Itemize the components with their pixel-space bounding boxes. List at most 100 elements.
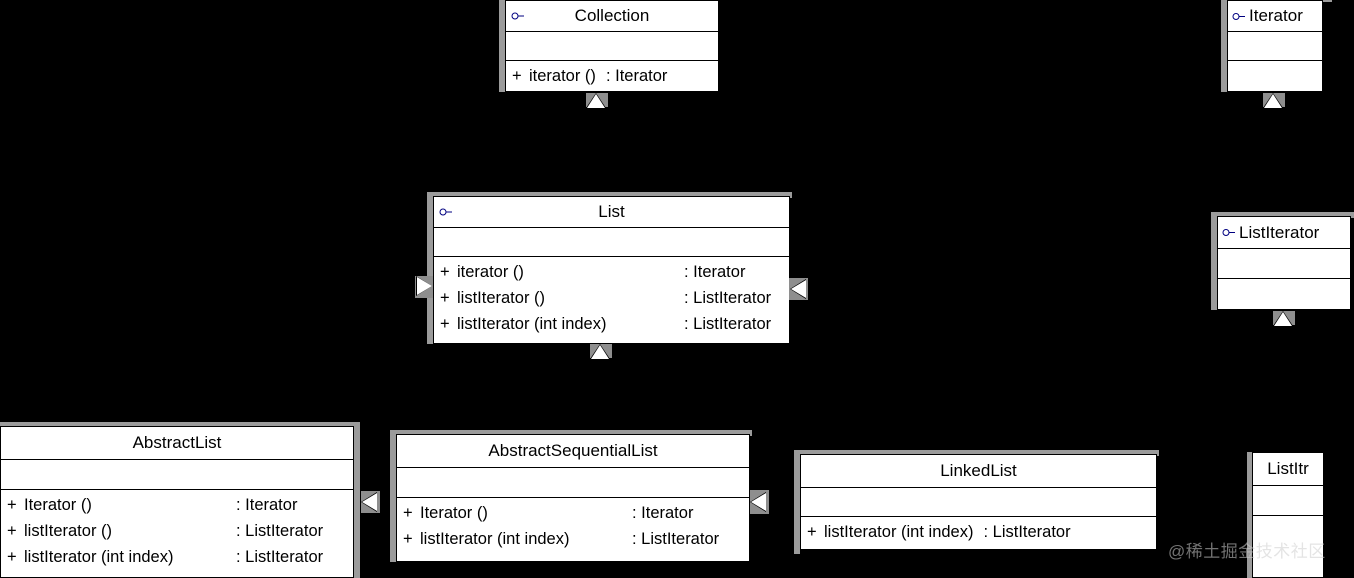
class-title-list: List (434, 197, 789, 228)
method-visibility: + (512, 67, 522, 85)
method-row: + Iterator () : Iterator (1, 492, 353, 518)
class-box-collection[interactable]: Collection + iterator () : Iterator (505, 0, 719, 92)
class-box-list-itr[interactable]: ListItr (1252, 452, 1324, 578)
method-row: + listIterator (int index) : ListIterato… (397, 526, 749, 552)
methods-compartment-collection: + iterator () : Iterator (506, 61, 718, 91)
method-signature: iterator () (457, 263, 524, 281)
class-box-list-iterator[interactable]: ListIterator (1217, 216, 1351, 310)
method-row: + iterator () : Iterator (434, 259, 789, 285)
method-return-type: : Iterator (632, 504, 694, 522)
class-title-iterator: Iterator (1228, 1, 1322, 32)
iterator-arrowhead (1264, 94, 1282, 108)
class-title-linked-list: LinkedList (801, 455, 1156, 488)
collection-shadow-left (499, 0, 505, 92)
method-row: + listIterator () : ListIterator (434, 285, 789, 311)
class-box-linked-list[interactable]: LinkedList + listIterator (int index) : … (800, 454, 1157, 550)
method-return-type: : Iterator (684, 263, 746, 281)
abstractsequentiallist-arrowhead (751, 493, 766, 511)
attributes-compartment-iterator (1228, 32, 1322, 61)
list-shadow-top (427, 192, 792, 198)
attributes-compartment-list (434, 228, 789, 257)
listiterator-shadow-left (1211, 212, 1217, 310)
method-signature: iterator () (529, 67, 596, 85)
listiterator-arrowhead (1274, 312, 1292, 326)
class-box-list[interactable]: List + iterator () : Iterator + listIter… (433, 196, 790, 344)
method-visibility: + (7, 496, 17, 514)
method-return-type: : Iterator (236, 496, 298, 514)
list-right-arrowhead (791, 280, 806, 298)
list-bottom-arrowhead (591, 345, 609, 359)
linkedlist-shadow-top (794, 450, 1159, 456)
attributes-compartment-list-itr (1253, 486, 1323, 516)
listiterator-shadow-top (1211, 212, 1354, 218)
method-row: + listIterator (int index) : ListIterato… (801, 519, 1156, 545)
method-signature: Iterator () (420, 504, 488, 522)
method-return-type: : ListIterator (632, 530, 720, 548)
class-box-iterator[interactable]: Iterator (1227, 0, 1323, 92)
methods-compartment-list-iterator (1218, 279, 1350, 309)
method-visibility: + (440, 315, 450, 333)
method-signature: listIterator (int index) (420, 530, 570, 548)
interface-icon (1232, 12, 1245, 20)
method-return-type: : ListIterator (684, 289, 772, 307)
attributes-compartment-collection (506, 32, 718, 61)
class-box-abstract-sequential-list[interactable]: AbstractSequentialList + Iterator () : I… (396, 434, 750, 562)
abstractlist-shadow-right (354, 422, 360, 578)
method-visibility: + (403, 504, 413, 522)
method-row: + listIterator () : ListIterator (1, 518, 353, 544)
method-return-type: : ListIterator (236, 522, 324, 540)
method-row: + listIterator (int index) : ListIterato… (434, 311, 789, 337)
method-visibility: + (7, 548, 17, 566)
linkedlist-shadow-left (794, 450, 800, 554)
abstractlist-arrowhead (362, 493, 377, 511)
attributes-compartment-list-iterator (1218, 249, 1350, 279)
method-return-type: : ListIterator (236, 548, 324, 566)
method-return-type: : Iterator (605, 67, 668, 85)
watermark-label: @稀土掘金技术社区 (1168, 542, 1326, 561)
class-title-abstract-sequential-list: AbstractSequentialList (397, 435, 749, 468)
abstractsequentiallist-shadow-top (390, 430, 752, 436)
attributes-compartment-linked-list (801, 488, 1156, 517)
iterator-shadow-left (1221, 0, 1227, 92)
class-title-collection: Collection (506, 1, 718, 32)
method-visibility: + (440, 289, 450, 307)
method-visibility: + (7, 522, 17, 540)
interface-icon (439, 208, 452, 216)
methods-compartment-iterator (1228, 61, 1322, 91)
method-return-type: : ListIterator (983, 523, 1071, 541)
method-row: + Iterator () : Iterator (397, 500, 749, 526)
method-signature: listIterator () (24, 522, 113, 540)
method-signature: Iterator () (24, 496, 92, 514)
class-name-label: Collection (574, 6, 650, 25)
class-title-list-iterator: ListIterator (1218, 217, 1350, 249)
method-visibility: + (403, 530, 413, 548)
interface-icon (511, 12, 524, 20)
method-return-type: : ListIterator (684, 315, 772, 333)
class-title-list-itr: ListItr (1253, 453, 1323, 486)
abstractsequentiallist-shadow-left (390, 430, 396, 562)
class-name-label: LinkedList (940, 461, 1017, 480)
class-name-label: AbstractSequentialList (488, 441, 658, 460)
method-signature: listIterator (int index) (24, 548, 174, 566)
method-row: + listIterator (int index) : ListIterato… (1, 544, 353, 570)
list-shadow-left (427, 192, 433, 344)
method-signature: listIterator () (457, 289, 546, 307)
abstractlist-shadow-top (0, 422, 360, 428)
method-row: + iterator () : Iterator (506, 63, 718, 89)
method-signature: listIterator (int index) (824, 523, 974, 541)
class-name-label: Iterator (1249, 6, 1303, 25)
interface-icon (1222, 229, 1235, 236)
class-name-label: ListItr (1267, 459, 1309, 478)
class-name-label: List (598, 202, 625, 221)
collection-list-arrowhead (587, 94, 605, 108)
methods-compartment-linked-list: + listIterator (int index) : ListIterato… (801, 517, 1156, 549)
list-left-arrowhead (417, 277, 432, 295)
class-box-abstract-list[interactable]: AbstractList + Iterator () : Iterator + … (0, 426, 354, 578)
class-name-label: AbstractList (132, 433, 222, 452)
method-signature: listIterator (int index) (457, 315, 607, 333)
methods-compartment-list: + iterator () : Iterator + listIterator … (434, 257, 789, 343)
listitr-shadow-left (1247, 452, 1252, 578)
class-title-abstract-list: AbstractList (1, 427, 353, 460)
methods-compartment-abstract-list: + Iterator () : Iterator + listIterator … (1, 490, 353, 577)
